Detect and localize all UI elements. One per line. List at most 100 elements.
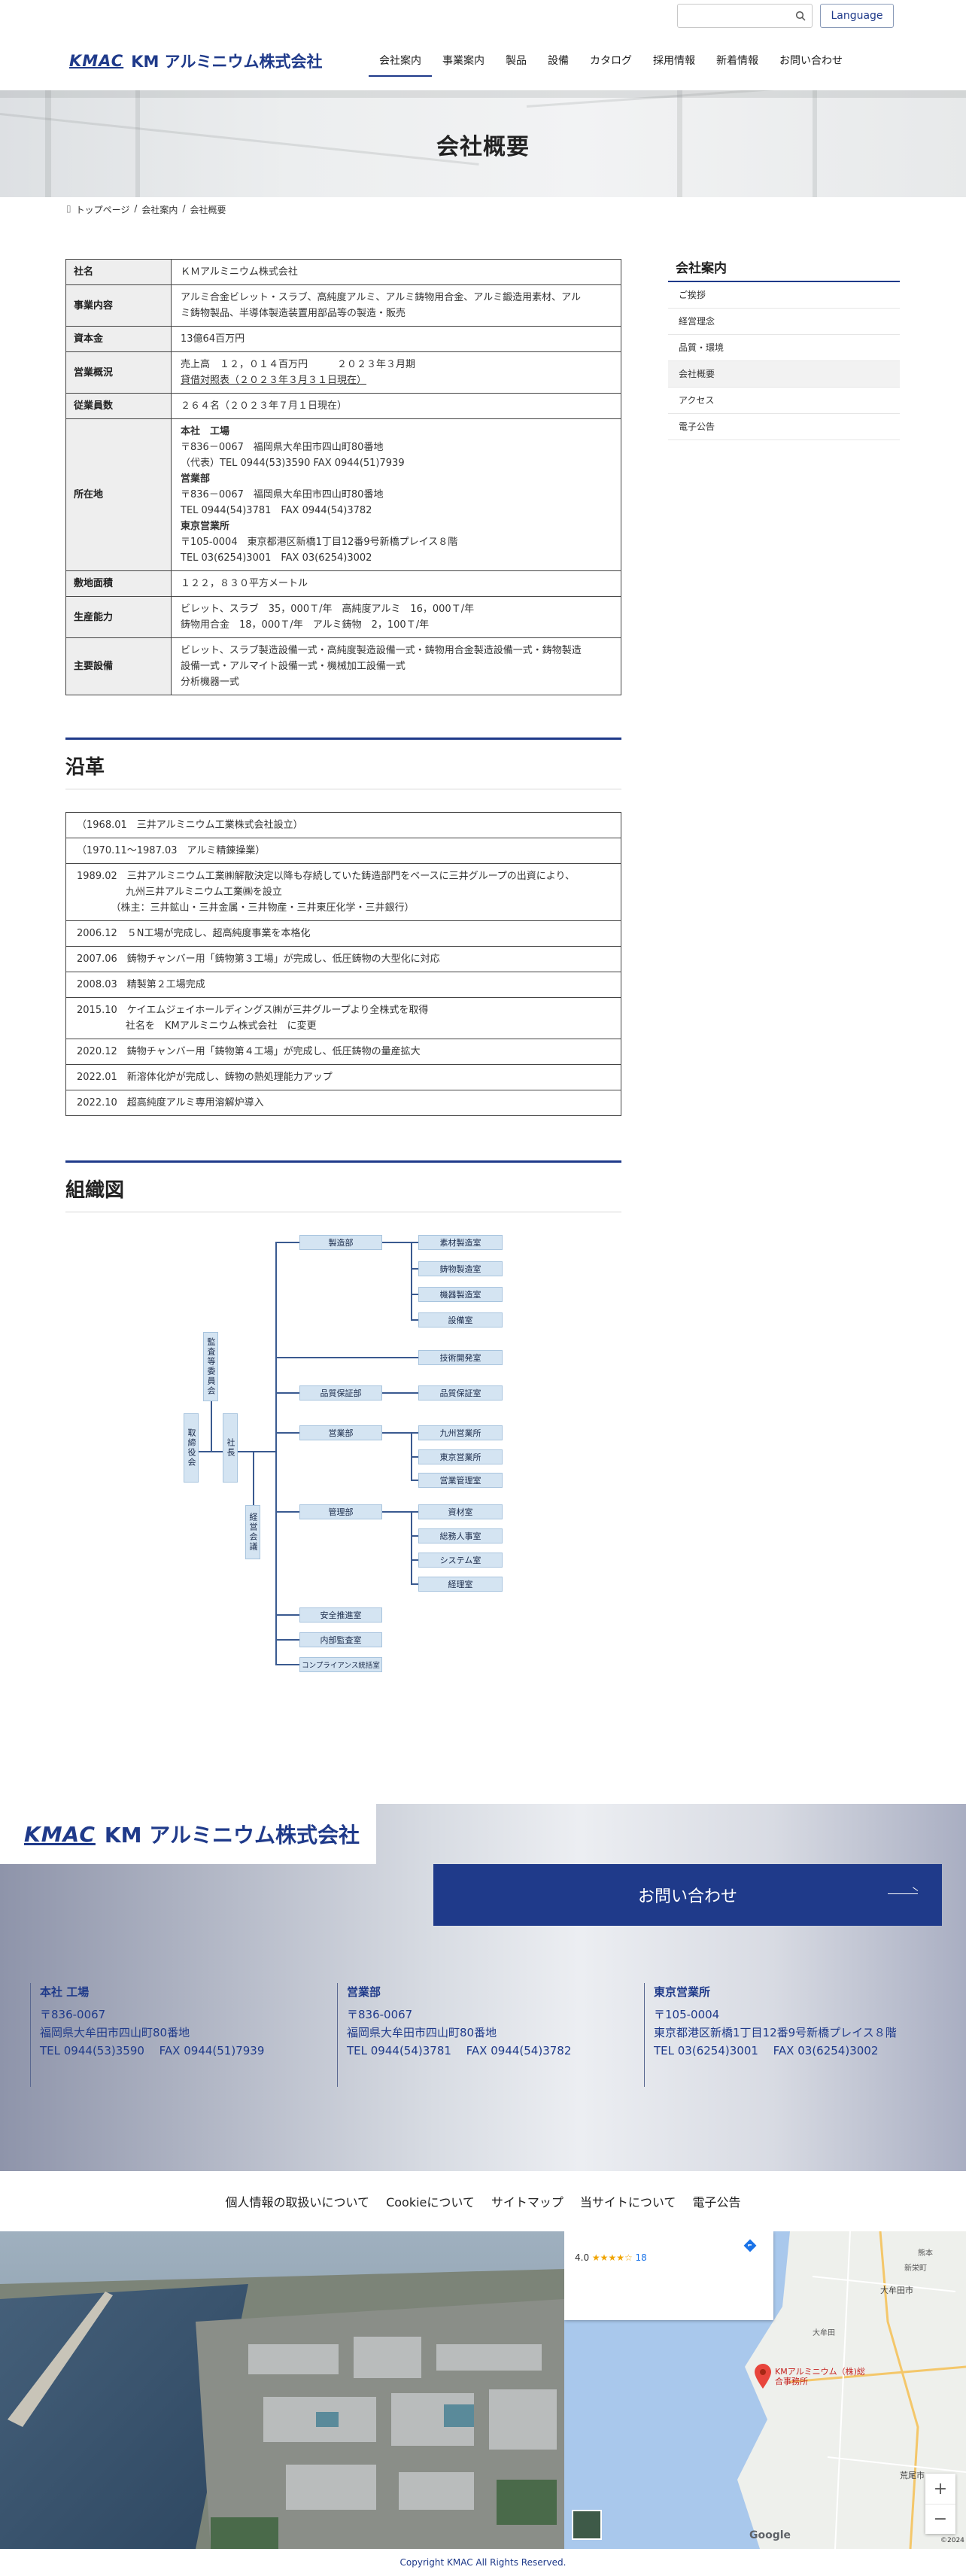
sidebar-item-profile[interactable]: 会社概要 — [668, 361, 900, 388]
company-row: 事業内容アルミ合金ビレット・スラブ、高純度アルミ、アルミ鋳物用合金、アルミ鍛造用… — [65, 284, 621, 327]
org-sec-facilities: 設備室 — [418, 1312, 503, 1328]
search-input[interactable] — [678, 5, 789, 27]
sidebar: 会社案内 ご挨拶 経営理念 品質・環境 会社概要 アクセス 電子公告 — [668, 253, 900, 440]
company-value-line: （代表）TEL 0944(53)3590 FAX 0944(51)7939 — [181, 458, 405, 469]
company-row: 所在地本社 工場〒836－0067 福岡県大牟田市四山町80番地 （代表）TEL … — [65, 418, 621, 571]
history-row: 2022.10 超高純度アルミ専用溶解炉導入 — [65, 1090, 621, 1116]
company-value-line: 売上高 １２，０１４百万円 ２０２３年３月期 — [181, 359, 416, 370]
sidebar-item-philosophy[interactable]: 経営理念 — [668, 309, 900, 335]
org-sec-qa: 品質保証室 — [418, 1385, 503, 1401]
footer-logo-mark: KMAC — [24, 1821, 96, 1847]
link-sitemap[interactable]: サイトマップ — [491, 2195, 564, 2210]
link-privacy[interactable]: 個人情報の取扱いについて — [225, 2195, 370, 2210]
contact-button[interactable]: お問い合わせ — [433, 1864, 942, 1926]
history-line: 2006.12 ５N工場が完成し、超高純度事業を本格化 — [77, 928, 311, 939]
logo-company-name: KM アルミニウム株式会社 — [131, 53, 323, 71]
org-sec-equipment-mfg: 機器製造室 — [418, 1287, 503, 1302]
breadcrumb-current: 会社概要 — [190, 205, 226, 215]
company-row-label: 主要設備 — [65, 637, 172, 695]
breadcrumb: ▯ トップページ/ 会社案内/ 会社概要 — [66, 203, 226, 215]
google-logo: Google — [749, 2529, 791, 2541]
company-value-line: ミ鋳物製品、半導体製造装置用部品等の製造・販売 — [181, 308, 406, 319]
arrow-right-icon — [888, 1893, 918, 1894]
company-value-line[interactable]: 貸借対照表（２０２３年３月３１日現在） — [181, 375, 367, 386]
history-table: （1968.01 三井アルミニウム工業株式会社設立） （1970.11～1987.… — [65, 812, 621, 1116]
company-value-line: 営業部 — [181, 473, 211, 485]
nav-contact[interactable]: お問い合わせ — [779, 55, 843, 67]
history-line: 1989.02 三井アルミニウム工業㈱解散決定以降も存続していた鋳造部門をベース… — [77, 871, 576, 882]
search-icon[interactable] — [795, 11, 806, 24]
hero-banner: 会社概要 — [0, 90, 966, 197]
org-audit-committee: 監査等委員会 — [203, 1332, 218, 1401]
history-line: （株主：三井鉱山・三井金属・三井物産・三井東圧化学・三井銀行） — [77, 902, 415, 914]
history-line: 2022.10 超高純度アルミ専用溶解炉導入 — [77, 1097, 264, 1109]
history-entry: （1968.01 三井アルミニウム工業株式会社設立） — [65, 812, 621, 838]
company-value-line: 〒836－0067 福岡県大牟田市四山町80番地 — [181, 489, 384, 500]
google-map[interactable]: 4.0 ★★★★☆ 18 KMアルミニウム（株)総合事務所 大牟田市 新栄町 大… — [564, 2231, 966, 2549]
link-cookie[interactable]: Cookieについて — [386, 2195, 475, 2210]
history-entry: 2008.03 精製第２工場完成 — [65, 972, 621, 998]
nav-facilities[interactable]: 設備 — [548, 55, 569, 67]
company-row-label: 所在地 — [65, 418, 172, 571]
company-row-label: 事業内容 — [65, 284, 172, 327]
nav-catalog[interactable]: カタログ — [590, 55, 632, 67]
company-value-line: ビレット、スラブ 35，000Ｔ/年 高純度アルミ 16，000Ｔ/年 — [181, 604, 475, 615]
company-value-line: １２２，８３０平方メートル — [181, 578, 308, 589]
nav-products[interactable]: 製品 — [506, 55, 527, 67]
company-row: 営業概況売上高 １２，０１４百万円 ２０２３年３月期貸借対照表（２０２３年３月３… — [65, 351, 621, 394]
history-entry: 2015.10 ケイエムジェイホールディングス㈱が三井グループより全株式を取得 … — [65, 997, 621, 1039]
copyright: Copyright KMAC All Rights Reserved. — [0, 2549, 966, 2576]
map-pin-label: KMアルミニウム（株)総合事務所 — [775, 2367, 865, 2386]
company-value-line: 本社 工場 — [181, 426, 230, 437]
company-row-value: 売上高 １２，０１４百万円 ２０２３年３月期貸借対照表（２０２３年３月３１日現在… — [171, 351, 621, 394]
nav-business[interactable]: 事業案内 — [442, 55, 485, 67]
nav-recruit[interactable]: 採用情報 — [653, 55, 695, 67]
nav-news[interactable]: 新着情報 — [716, 55, 758, 67]
sidebar-item-greeting[interactable]: ご挨拶 — [668, 282, 900, 309]
site-logo[interactable]: KMAC KM アルミニウム株式会社 — [69, 50, 322, 72]
map-info-card: 4.0 ★★★★☆ 18 — [564, 2231, 773, 2320]
history-line: （1970.11～1987.03 アルミ精錬操業） — [77, 845, 266, 856]
company-value-line: 分析機器一式 — [181, 677, 240, 688]
language-button[interactable]: Language — [820, 4, 894, 28]
company-row-label: 生産能力 — [65, 596, 172, 638]
footer: KMAC KM アルミニウム株式会社 お問い合わせ 本社 工場 〒836-006… — [0, 1804, 966, 2171]
company-value-line: TEL 03(6254)3001 FAX 03(6254)3002 — [181, 552, 372, 564]
map-pin-icon[interactable] — [754, 2364, 772, 2392]
footer-office-head: 本社 工場 〒836-0067 福岡県大牟田市四山町80番地 TEL 0944(… — [30, 1983, 316, 2087]
org-sec-casting: 鋳物製造室 — [418, 1261, 503, 1276]
office-line: 福岡県大牟田市四山町80番地 — [347, 2026, 497, 2039]
org-dept-sales: 営業部 — [299, 1425, 382, 1440]
map-place-label: 荒尾市 — [900, 2471, 925, 2480]
sidebar-item-e-notice[interactable]: 電子公告 — [668, 414, 900, 440]
search-box[interactable] — [677, 4, 813, 28]
link-e-notice[interactable]: 電子公告 — [692, 2195, 741, 2210]
map-zoom-out-button[interactable]: − — [925, 2504, 955, 2534]
star-rating-icon: ★★★★☆ — [591, 2252, 633, 2263]
breadcrumb-company[interactable]: 会社案内 — [141, 205, 178, 215]
directions-icon[interactable] — [743, 2239, 757, 2255]
company-value-line: 〒105-0004 東京都港区新橋1丁目12番9号新橋プレイス８階 — [181, 537, 458, 548]
sidebar-item-quality[interactable]: 品質・環境 — [668, 335, 900, 361]
footer-logo[interactable]: KMAC KM アルミニウム株式会社 — [0, 1804, 376, 1864]
office-line: 福岡県大牟田市四山町80番地 — [40, 2026, 190, 2039]
breadcrumb-home[interactable]: トップページ — [75, 205, 130, 215]
company-row-label: 敷地面積 — [65, 570, 172, 597]
map-zoom-in-button[interactable]: + — [933, 2479, 948, 2498]
sidebar-item-access[interactable]: アクセス — [668, 388, 900, 414]
link-about-site[interactable]: 当サイトについて — [579, 2195, 676, 2210]
page-title: 会社概要 — [436, 134, 530, 160]
contact-button-label: お問い合わせ — [637, 1887, 737, 1906]
history-row: 2007.06 鋳物チャンバー用「鋳物第３工場」が完成し、低圧鋳物の大型化に対応 — [65, 946, 621, 972]
org-dept-manufacturing: 製造部 — [299, 1235, 382, 1250]
company-value-line: 東京営業所 — [181, 521, 230, 532]
nav-company[interactable]: 会社案内 — [369, 47, 432, 77]
history-line: 2008.03 精製第２工場完成 — [77, 979, 205, 990]
map-review-count[interactable]: 18 — [635, 2252, 647, 2263]
map-rating: 4.0 ★★★★☆ 18 — [575, 2252, 647, 2263]
map-satellite-toggle[interactable] — [572, 2510, 602, 2540]
company-row-value: １２２，８３０平方メートル — [171, 570, 621, 597]
